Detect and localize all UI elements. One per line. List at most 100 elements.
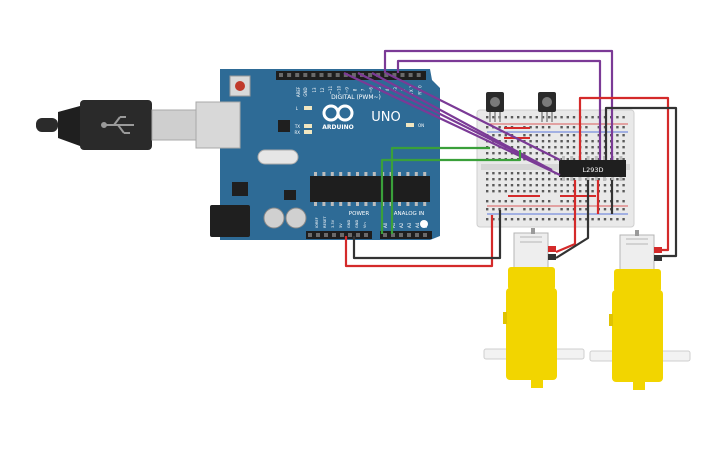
breadboard-hole[interactable] bbox=[572, 158, 576, 161]
breadboard-hole[interactable] bbox=[517, 190, 520, 193]
breadboard-hole[interactable] bbox=[510, 184, 514, 187]
breadboard-hole[interactable] bbox=[616, 126, 619, 129]
breadboard-hole[interactable] bbox=[486, 152, 489, 155]
breadboard-hole[interactable] bbox=[529, 146, 532, 149]
breadboard-hole[interactable] bbox=[579, 190, 582, 193]
breadboard-hole[interactable] bbox=[541, 140, 545, 143]
breadboard-hole[interactable] bbox=[504, 208, 507, 211]
breadboard-hole[interactable] bbox=[585, 146, 588, 149]
breadboard-hole[interactable] bbox=[616, 140, 619, 143]
breadboard-hole[interactable] bbox=[486, 208, 489, 211]
breadboard-hole[interactable] bbox=[597, 158, 600, 161]
breadboard-hole[interactable] bbox=[529, 218, 532, 221]
breadboard-hole[interactable] bbox=[585, 116, 588, 119]
breadboard-hole[interactable] bbox=[560, 184, 563, 187]
breadboard-hole[interactable] bbox=[560, 178, 563, 181]
breadboard-hole[interactable] bbox=[523, 152, 526, 155]
breadboard-hole[interactable] bbox=[529, 200, 532, 203]
breadboard-hole[interactable] bbox=[572, 134, 576, 137]
breadboard-hole[interactable] bbox=[492, 152, 495, 155]
breadboard-hole[interactable] bbox=[579, 184, 582, 187]
breadboard-hole[interactable] bbox=[541, 200, 545, 203]
breadboard-hole[interactable] bbox=[585, 126, 588, 129]
breadboard-hole[interactable] bbox=[622, 140, 625, 143]
breadboard-hole[interactable] bbox=[548, 134, 551, 137]
breadboard-hole[interactable] bbox=[529, 126, 532, 129]
breadboard-hole[interactable] bbox=[622, 134, 625, 137]
header-hole[interactable] bbox=[332, 233, 336, 237]
breadboard-hole[interactable] bbox=[498, 184, 501, 187]
breadboard-hole[interactable] bbox=[498, 178, 501, 181]
breadboard-hole[interactable] bbox=[504, 134, 507, 137]
breadboard-hole[interactable] bbox=[504, 152, 507, 155]
breadboard-hole[interactable] bbox=[603, 190, 607, 193]
breadboard-hole[interactable] bbox=[548, 146, 551, 149]
breadboard-hole[interactable] bbox=[597, 140, 600, 143]
breadboard-hole[interactable] bbox=[616, 116, 619, 119]
breadboard-hole[interactable] bbox=[616, 158, 619, 161]
breadboard-hole[interactable] bbox=[548, 172, 551, 175]
breadboard-hole[interactable] bbox=[566, 200, 569, 203]
breadboard-hole[interactable] bbox=[622, 190, 625, 193]
wire-black[interactable] bbox=[555, 180, 590, 259]
breadboard-hole[interactable] bbox=[492, 208, 495, 211]
breadboard-hole[interactable] bbox=[591, 152, 594, 155]
breadboard-hole[interactable] bbox=[566, 208, 569, 211]
breadboard-hole[interactable] bbox=[541, 116, 545, 119]
breadboard-hole[interactable] bbox=[548, 178, 551, 181]
breadboard-hole[interactable] bbox=[616, 178, 619, 181]
breadboard-hole[interactable] bbox=[523, 190, 526, 193]
breadboard-hole[interactable] bbox=[622, 116, 625, 119]
header-hole[interactable] bbox=[340, 233, 344, 237]
breadboard-hole[interactable] bbox=[572, 116, 576, 119]
breadboard-hole[interactable] bbox=[486, 190, 489, 193]
breadboard-hole[interactable] bbox=[585, 158, 588, 161]
breadboard-hole[interactable] bbox=[535, 158, 538, 161]
header-hole[interactable] bbox=[287, 73, 292, 77]
breadboard-hole[interactable] bbox=[560, 140, 563, 143]
header-hole[interactable] bbox=[311, 73, 316, 77]
header-hole[interactable] bbox=[356, 233, 360, 237]
breadboard-hole[interactable] bbox=[554, 178, 557, 181]
breadboard-hole[interactable] bbox=[541, 184, 545, 187]
header-hole[interactable] bbox=[327, 73, 332, 77]
breadboard-hole[interactable] bbox=[603, 208, 607, 211]
breadboard-hole[interactable] bbox=[566, 218, 569, 221]
breadboard-hole[interactable] bbox=[572, 140, 576, 143]
gear-motor-left[interactable] bbox=[483, 228, 585, 388]
breadboard-hole[interactable] bbox=[622, 200, 625, 203]
wire-black[interactable] bbox=[604, 106, 678, 258]
breadboard-hole[interactable] bbox=[535, 116, 538, 119]
breadboard-hole[interactable] bbox=[486, 116, 489, 119]
wire-red[interactable] bbox=[344, 215, 494, 268]
breadboard-hole[interactable] bbox=[510, 178, 514, 181]
breadboard-hole[interactable] bbox=[523, 200, 526, 203]
ir-sensor-right[interactable] bbox=[538, 92, 556, 122]
breadboard-hole[interactable] bbox=[579, 218, 582, 221]
breadboard-hole[interactable] bbox=[579, 208, 582, 211]
breadboard-hole[interactable] bbox=[554, 218, 557, 221]
breadboard-hole[interactable] bbox=[554, 190, 557, 193]
breadboard-hole[interactable] bbox=[548, 152, 551, 155]
breadboard-hole[interactable] bbox=[585, 152, 588, 155]
breadboard-hole[interactable] bbox=[597, 218, 600, 221]
header-hole[interactable] bbox=[364, 233, 368, 237]
breadboard-hole[interactable] bbox=[548, 208, 551, 211]
breadboard-hole[interactable] bbox=[616, 146, 619, 149]
header-hole[interactable] bbox=[348, 233, 352, 237]
breadboard-hole[interactable] bbox=[504, 200, 507, 203]
breadboard-hole[interactable] bbox=[492, 190, 495, 193]
wire-red[interactable] bbox=[578, 96, 670, 252]
breadboard-hole[interactable] bbox=[616, 152, 619, 155]
breadboard-hole[interactable] bbox=[529, 184, 532, 187]
wire-purple[interactable] bbox=[396, 59, 602, 160]
breadboard-hole[interactable] bbox=[548, 218, 551, 221]
breadboard-hole[interactable] bbox=[498, 126, 501, 129]
breadboard-hole[interactable] bbox=[548, 184, 551, 187]
breadboard-hole[interactable] bbox=[517, 178, 520, 181]
breadboard-hole[interactable] bbox=[579, 200, 582, 203]
breadboard-hole[interactable] bbox=[498, 172, 501, 175]
breadboard-hole[interactable] bbox=[616, 184, 619, 187]
breadboard-hole[interactable] bbox=[486, 172, 489, 175]
breadboard-hole[interactable] bbox=[548, 190, 551, 193]
